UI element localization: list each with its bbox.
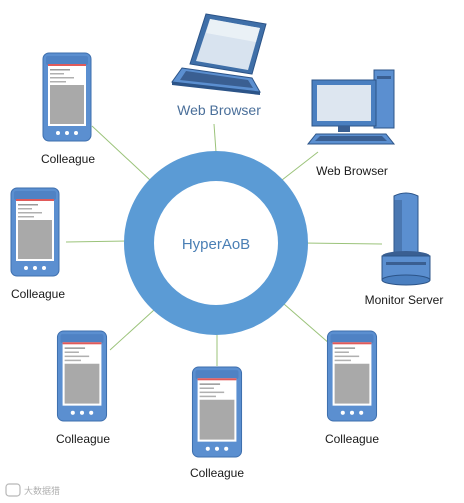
- hub-ring: [124, 151, 308, 335]
- desktop-label: Web Browser: [316, 164, 388, 178]
- hub: HyperAoB: [124, 151, 308, 335]
- laptop-label: Web Browser: [177, 102, 261, 118]
- phone-left-label: Colleague: [11, 287, 65, 301]
- hub-label: HyperAoB: [182, 236, 250, 253]
- connector-phone-bl: [109, 309, 155, 351]
- laptop-icon: [171, 13, 267, 95]
- watermark: 大数据猎: [5, 483, 60, 497]
- connector-server: [301, 242, 383, 245]
- server-label: Monitor Server: [365, 293, 444, 307]
- phone-bottom-right-icon: [326, 330, 378, 422]
- connector-lines: [65, 123, 383, 366]
- phone-bottom-right-label: Colleague: [325, 432, 379, 446]
- phone-upper-left-icon: [42, 52, 92, 142]
- connector-laptop: [213, 123, 217, 153]
- phone-left-icon: [10, 187, 60, 277]
- phone-upper-left-label: Colleague: [41, 152, 95, 166]
- phone-bottom-icon: [191, 366, 243, 458]
- connector-phone-br: [283, 303, 331, 345]
- desktop-computer-icon: [306, 69, 396, 145]
- phone-bottom-label: Colleague: [190, 466, 244, 480]
- connector-phone-ul: [91, 125, 151, 181]
- watermark-logo-icon: [5, 483, 21, 497]
- phone-bottom-left-icon: [56, 330, 108, 422]
- server-icon: [381, 192, 431, 286]
- connector-phone-l: [65, 240, 131, 243]
- watermark-text: 大数据猎: [24, 485, 60, 496]
- connector-desktop: [281, 151, 319, 181]
- phone-bottom-left-label: Colleague: [56, 432, 110, 446]
